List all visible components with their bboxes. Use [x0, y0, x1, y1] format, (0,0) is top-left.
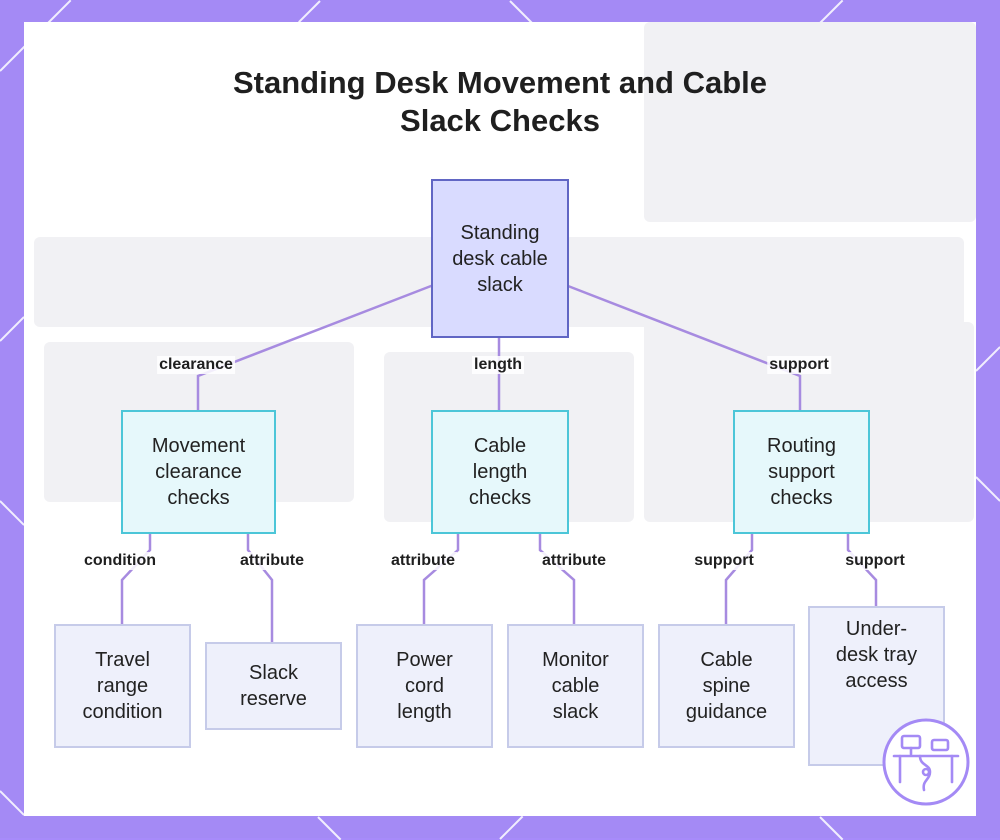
edge-label-support: support	[843, 552, 907, 570]
node-label: Routing support checks	[767, 435, 836, 509]
background-photo	[644, 22, 976, 222]
node-label: Under-desk tray access	[835, 618, 918, 692]
diagram-title: Standing Desk Movement and Cable Slack C…	[233, 65, 767, 138]
edge-label-support: support	[767, 356, 831, 374]
background-panel	[564, 237, 964, 327]
node-cable-spine-guidance: Cable spine guidance	[658, 624, 795, 748]
node-standing-desk-cable-slack: Standing desk cable slack	[431, 179, 569, 338]
node-label: Cable spine guidance	[685, 649, 768, 723]
edge-routing-spine	[724, 532, 754, 626]
node-cable-length-checks: Cable length checks	[431, 410, 569, 534]
node-power-cord-length: Power cord length	[356, 624, 493, 748]
edge-movement-travel	[120, 532, 152, 626]
node-travel-range-condition: Travel range condition	[54, 624, 191, 748]
node-movement-clearance-checks: Movement clearance checks	[121, 410, 276, 534]
edge-label-attribute: attribute	[238, 552, 306, 570]
edge-label-clearance: clearance	[157, 356, 235, 374]
edge-label-support: support	[692, 552, 756, 570]
node-label: Power cord length	[396, 649, 453, 723]
background-panel	[34, 237, 454, 327]
edge-root-routing	[566, 284, 802, 412]
node-label: Slack reserve	[240, 662, 307, 710]
node-label: Standing desk cable slack	[452, 221, 548, 296]
node-under-desk-tray-access: Under-desk tray access	[808, 606, 945, 766]
edge-label-condition: condition	[82, 552, 158, 570]
edge-routing-under	[846, 532, 878, 608]
edge-label-attribute: attribute	[389, 552, 457, 570]
standing-desk-icon	[882, 718, 970, 806]
edge-label-length: length	[472, 356, 524, 374]
edge-movement-slack	[246, 532, 274, 644]
edge-root-movement	[196, 284, 433, 412]
node-label: Movement clearance checks	[151, 435, 246, 509]
node-slack-reserve: Slack reserve	[205, 642, 342, 730]
edge-cable-monitor	[538, 532, 576, 626]
node-routing-support-checks: Routing support checks	[733, 410, 870, 534]
edge-cable-power	[422, 532, 460, 626]
node-monitor-cable-slack: Monitor cable slack	[507, 624, 644, 748]
node-label: Cable length checks	[468, 435, 532, 509]
edge-label-attribute: attribute	[540, 552, 608, 570]
node-label: Travel range condition	[82, 649, 163, 723]
node-label: Monitor cable slack	[542, 649, 609, 723]
